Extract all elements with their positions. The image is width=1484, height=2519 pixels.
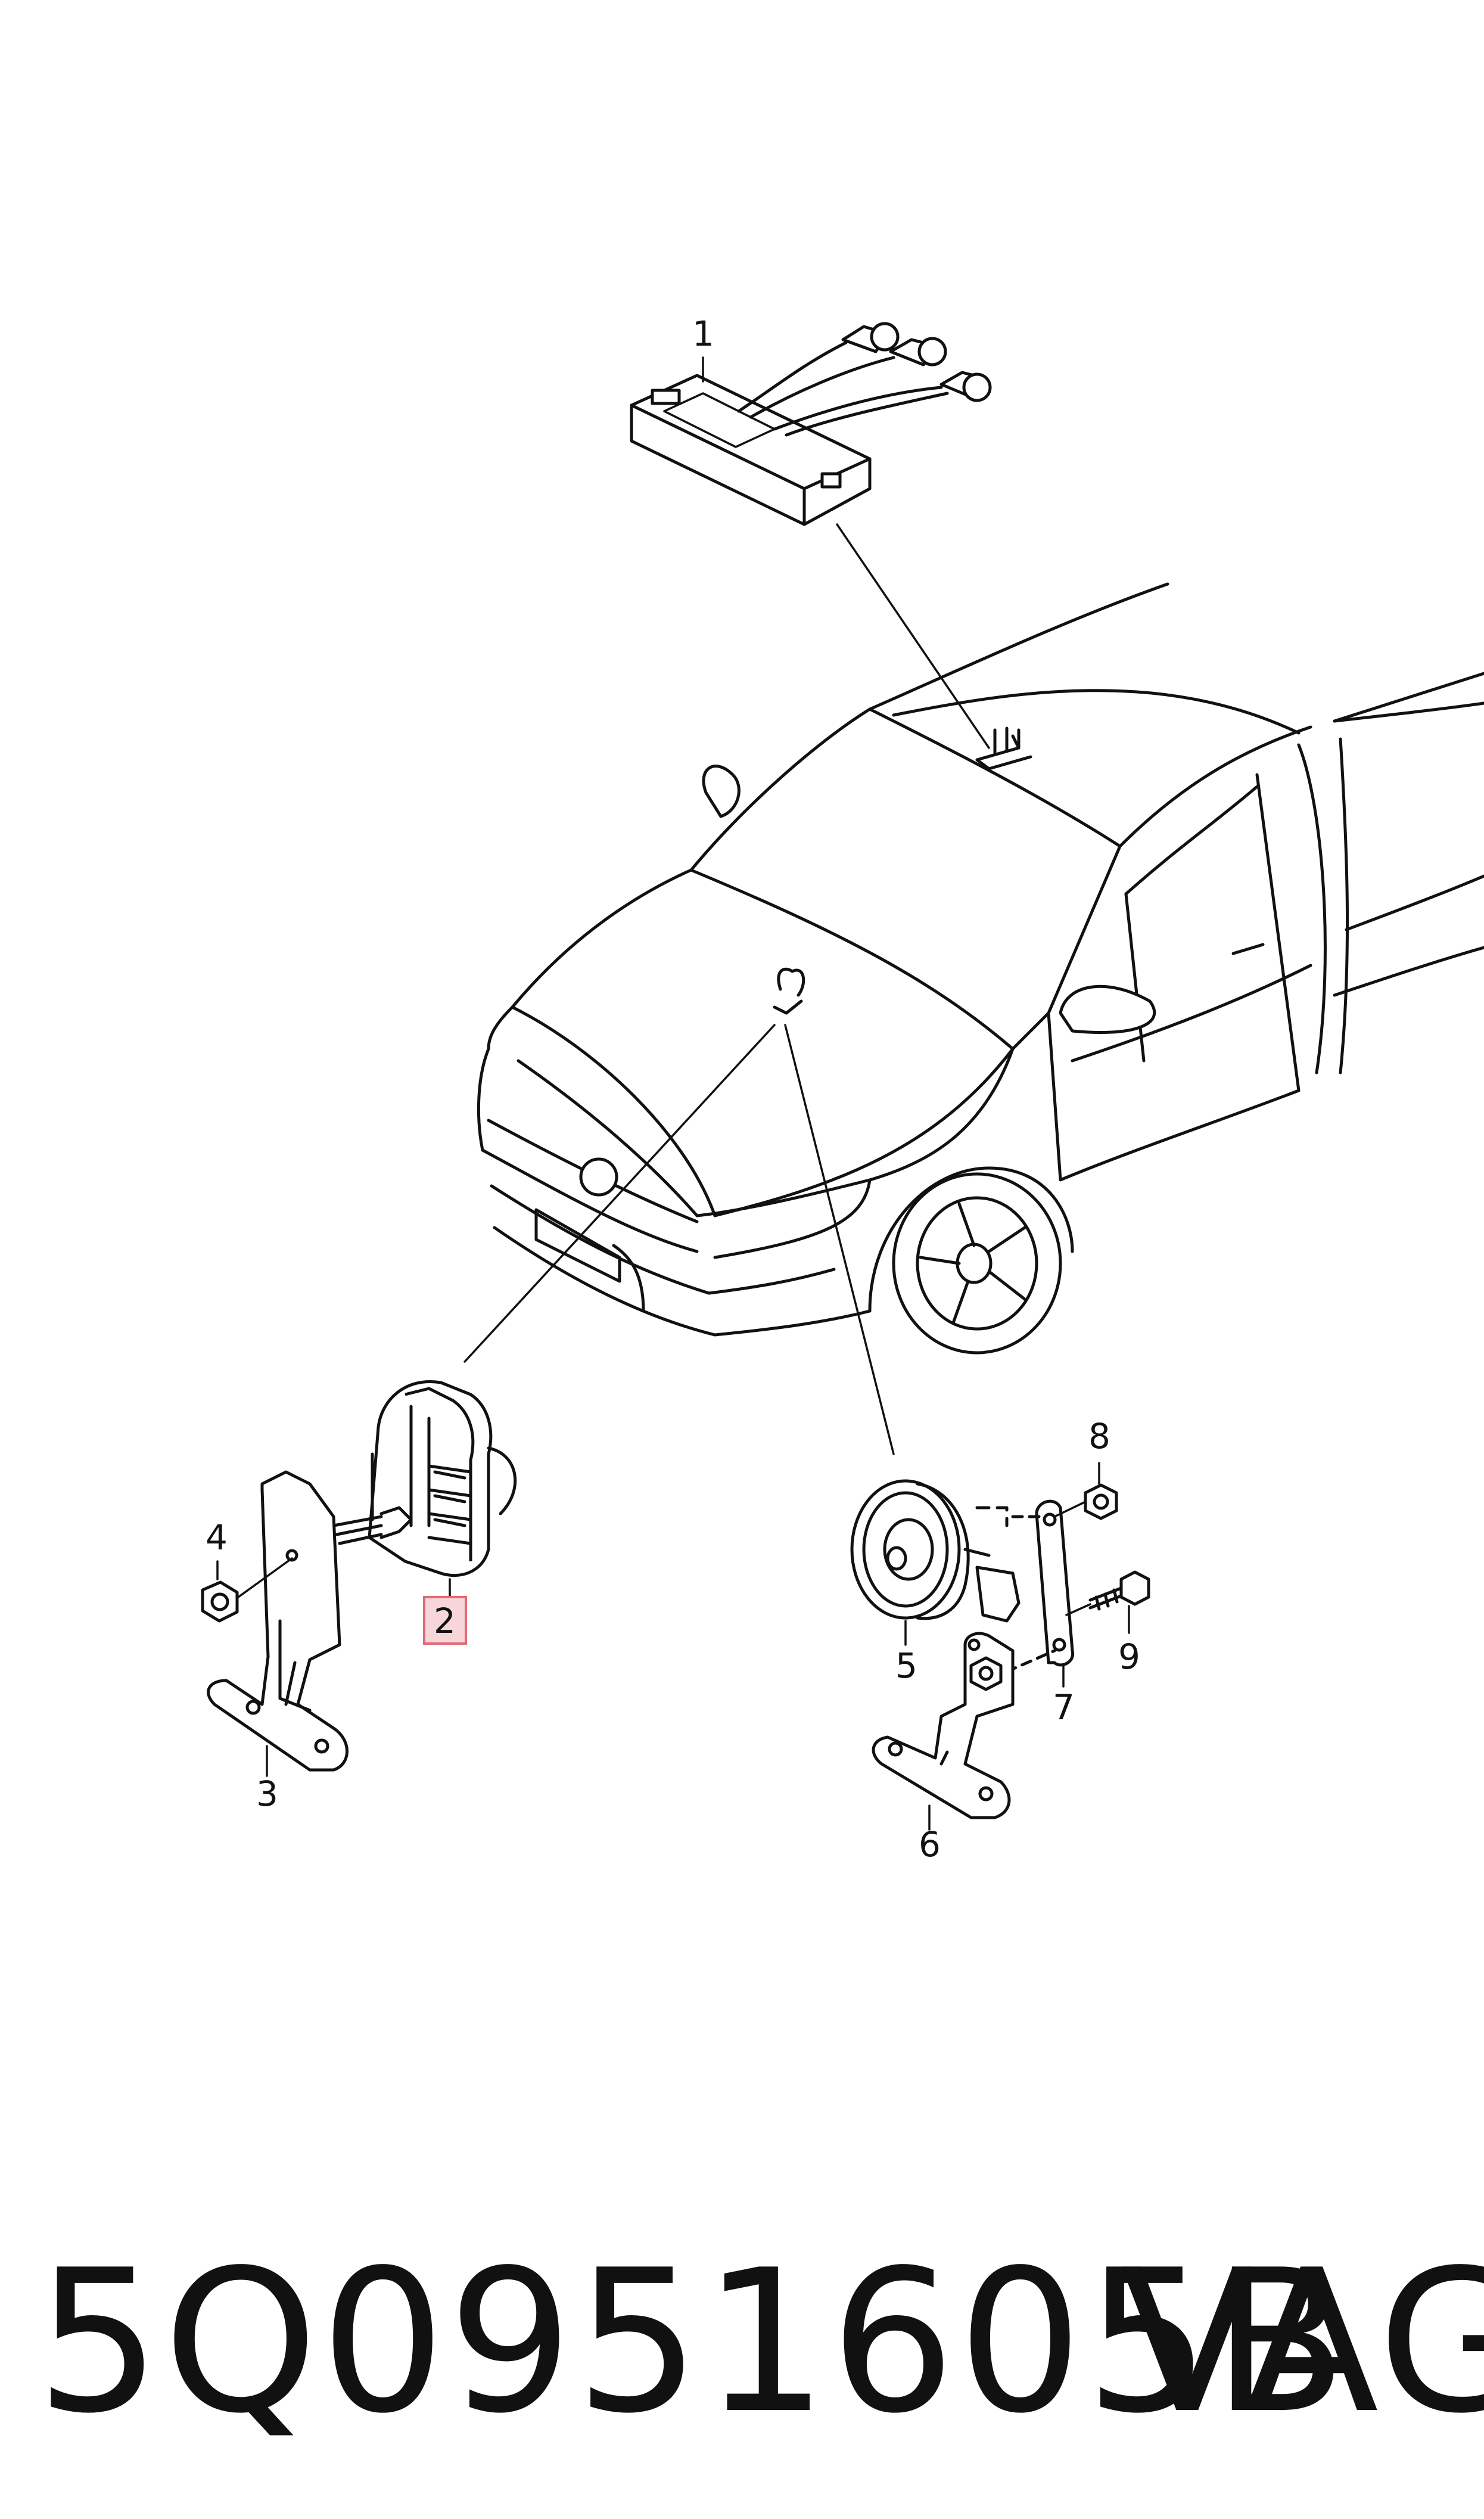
control-unit-part-1[interactable]: [630, 322, 992, 526]
mount-symbol-icon: [975, 726, 1032, 771]
callout-7: 7: [1053, 1687, 1075, 1728]
parts-diagram: 1: [201, 313, 1484, 1865]
horn-part-5[interactable]: [850, 1479, 1021, 1623]
callout-4: 4: [206, 1517, 228, 1558]
bracket-part-6[interactable]: [872, 1632, 1015, 1819]
bracket-part-3[interactable]: [207, 1470, 349, 1772]
callout-2-highlight: [423, 1596, 467, 1645]
callout-3: 3: [256, 1773, 278, 1814]
mount-symbol-icon: [773, 967, 805, 1015]
callout-5: 5: [895, 1645, 917, 1686]
callout-6: 6: [919, 1824, 941, 1865]
brand-name: VAG: [1120, 2228, 1484, 2456]
nut-part-4[interactable]: [201, 1557, 293, 1623]
alarm-siren-part-2[interactable]: [332, 1380, 517, 1577]
car-illustration: [477, 582, 1484, 1355]
footer: 5Q0951605B VAG: [0, 2205, 1484, 2479]
bolt-part-9[interactable]: [1065, 1570, 1150, 1616]
callout-9: 9: [1118, 1636, 1140, 1677]
callout-2: 2: [434, 1601, 456, 1641]
callout-1: 1: [692, 313, 714, 354]
part-number: 5Q0951605B: [36, 2228, 1350, 2456]
callout-8: 8: [1088, 1416, 1110, 1456]
strap-part-7[interactable]: [1005, 1499, 1075, 1673]
nut-part-8[interactable]: [1053, 1483, 1118, 1520]
